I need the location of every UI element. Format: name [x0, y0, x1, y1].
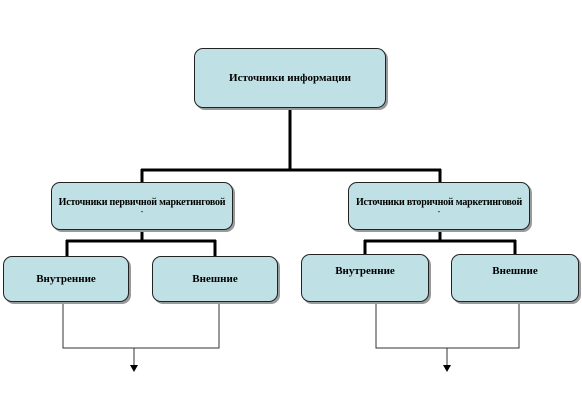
- node-secondary-sources-label: Источники вторичной маркетинговой: [355, 197, 523, 208]
- node-information-sources-label: Источники информации: [229, 72, 351, 84]
- thin-connectors: [62, 302, 520, 366]
- node-secondary-sources-mark: -: [437, 207, 441, 216]
- node-information-sources: Источники информации: [194, 48, 386, 108]
- primary-merge-line: [62, 302, 220, 349]
- node-primary-external-label: Внешние: [192, 273, 238, 285]
- node-secondary-external: Внешние: [451, 254, 579, 302]
- secondary-arrow-head: [443, 365, 451, 372]
- node-primary-internal-label: Внутренние: [36, 273, 96, 285]
- node-primary-sources-label: Источники первичной маркетинговой: [58, 197, 226, 208]
- node-primary-internal: Внутренние: [3, 256, 129, 302]
- thick-connectors: [65, 108, 517, 256]
- node-primary-sources-mark: -: [140, 207, 144, 216]
- node-secondary-sources: Источники вторичной маркетинговой -: [348, 182, 530, 230]
- secondary-merge-line: [375, 302, 520, 349]
- node-secondary-external-label: Внешние: [492, 265, 538, 277]
- node-primary-external: Внешние: [152, 256, 278, 302]
- node-primary-sources: Источники первичной маркетинговой -: [51, 182, 233, 230]
- node-secondary-internal: Внутренние: [301, 254, 429, 302]
- primary-arrow-head: [130, 365, 138, 372]
- node-secondary-internal-label: Внутренние: [335, 265, 395, 277]
